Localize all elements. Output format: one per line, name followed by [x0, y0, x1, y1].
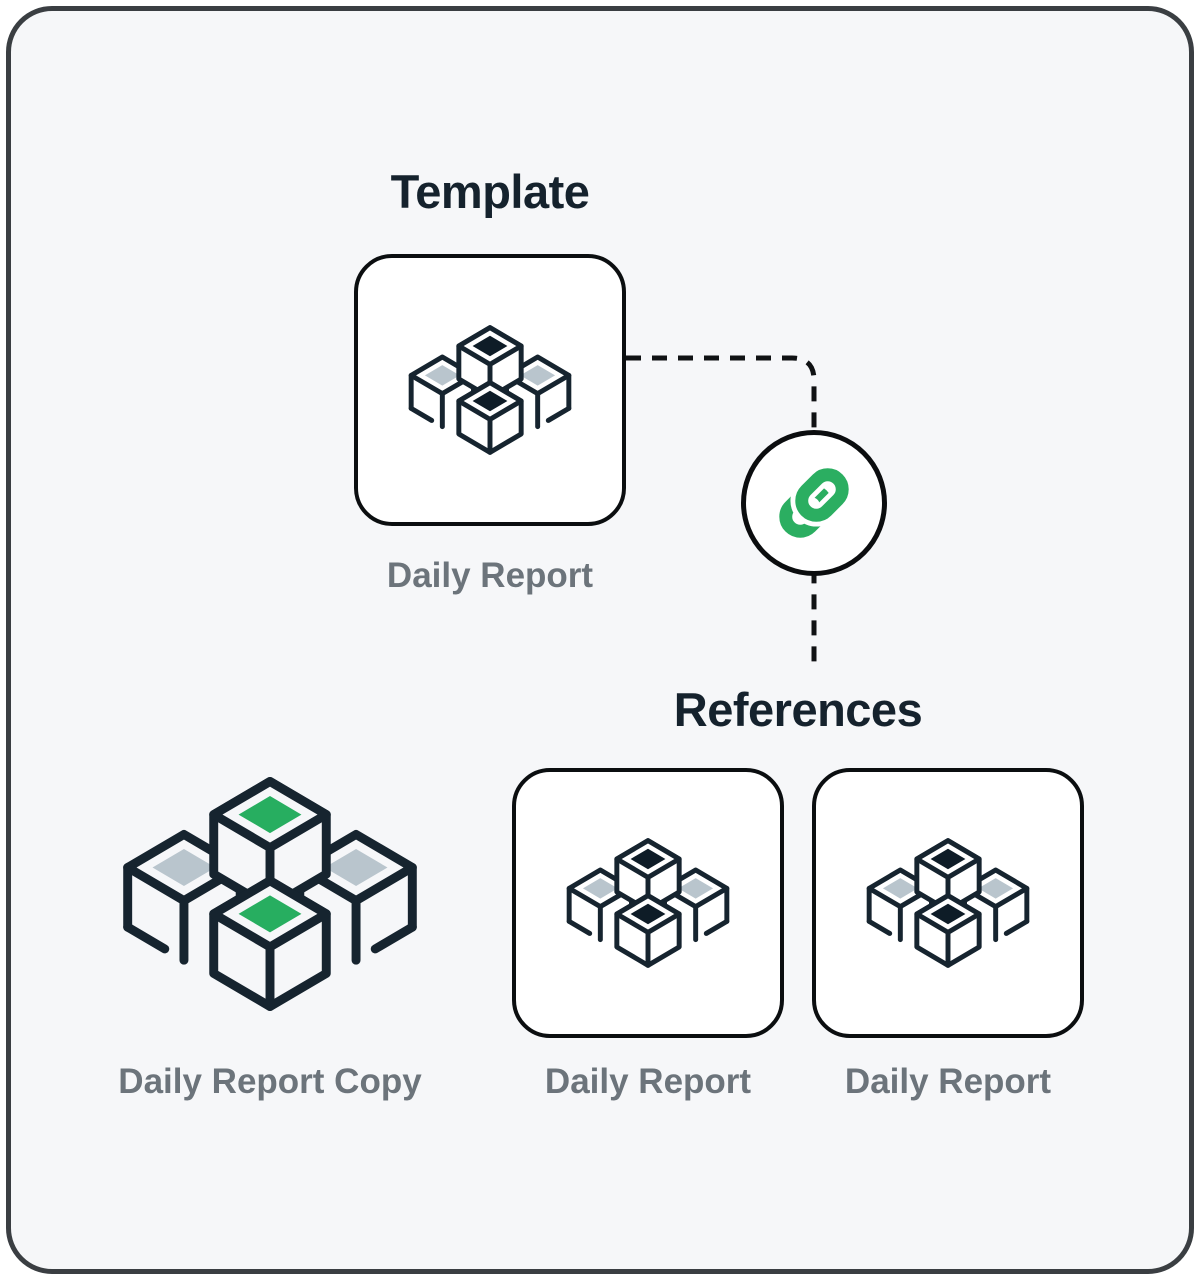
cubes-icon	[838, 826, 1058, 980]
rounded-frame	[6, 6, 1194, 1274]
reference-card	[812, 768, 1084, 1038]
references-heading: References	[673, 683, 923, 736]
dashed-connector-line	[626, 355, 817, 668]
copy-label: Daily Report Copy	[118, 1062, 422, 1101]
chain-link-icon	[779, 463, 854, 538]
reference-card	[512, 768, 784, 1038]
template-heading: Template	[390, 165, 590, 218]
template-card	[354, 254, 626, 526]
template-card-label: Daily Report	[386, 556, 594, 595]
cubes-green-icon	[71, 755, 469, 1033]
reference-card-label: Daily Report	[844, 1062, 1052, 1101]
reference-card-label: Daily Report	[544, 1062, 752, 1101]
cubes-icon	[538, 826, 758, 980]
cubes-icon	[380, 313, 600, 467]
link-circle	[741, 430, 887, 576]
